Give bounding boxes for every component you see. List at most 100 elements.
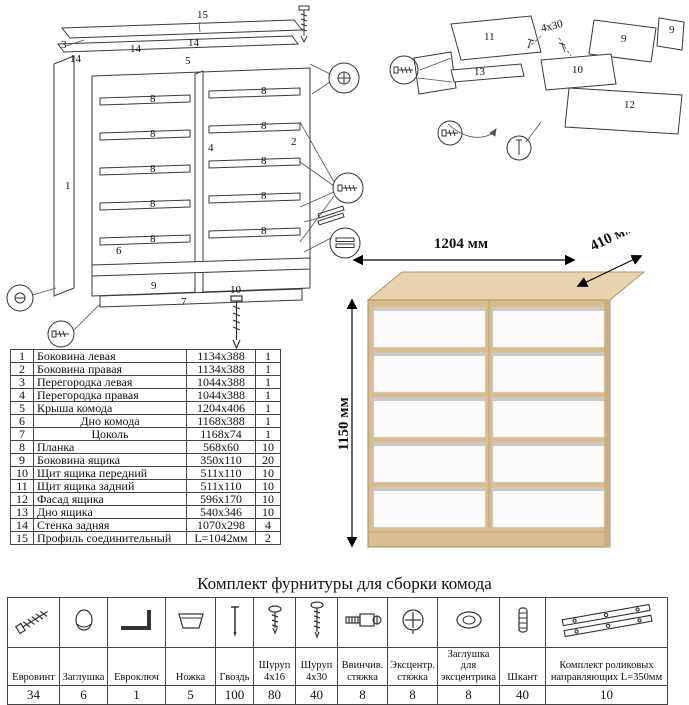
part-qty: 10 bbox=[255, 466, 281, 480]
part-qty: 20 bbox=[255, 453, 281, 467]
part-size: 596x170 bbox=[186, 492, 256, 506]
parts-table-body: 1 Боковина левая 1134x388 1 2 Боковина п… bbox=[10, 349, 281, 545]
part-number-label: 8 bbox=[261, 190, 267, 202]
part-number-label: 8 bbox=[150, 233, 156, 245]
table-row: 3 Перегородка левая 1044x388 1 bbox=[10, 375, 281, 389]
hardware-icon-cell bbox=[545, 597, 668, 648]
part-size: 1168x388 bbox=[186, 414, 256, 428]
drawer-panels bbox=[413, 15, 685, 135]
part-name: Планка bbox=[33, 440, 187, 454]
part-number-label: 13 bbox=[474, 66, 486, 78]
part-qty: 10 bbox=[255, 505, 281, 519]
table-row: 8 Планка 568x60 10 bbox=[10, 440, 281, 454]
part-number-label: 9 bbox=[621, 33, 627, 45]
eccentric-cam-callout bbox=[328, 62, 360, 94]
part-number: 5 bbox=[10, 401, 34, 415]
part-number-label: 8 bbox=[261, 225, 267, 237]
hardware-qty: 5 bbox=[165, 684, 216, 705]
hardware-qty: 8 bbox=[387, 684, 438, 705]
hardware-name: Шкант bbox=[499, 647, 546, 686]
screw-callout bbox=[437, 120, 463, 146]
roller-slides-icon bbox=[561, 603, 653, 638]
parts-table: 1 Боковина левая 1134x388 1 2 Боковина п… bbox=[10, 349, 281, 545]
part-number-label: 14 bbox=[188, 37, 200, 49]
dimension-lines bbox=[346, 254, 643, 548]
exploded-cabinet-diagram: 15 3 14 14 5 14 8 8 2 4 8 8 8 8 1 8 8 8 … bbox=[6, 5, 364, 350]
part-number-label: 11 bbox=[484, 31, 495, 43]
part-name: Щит ящика передний bbox=[33, 466, 187, 480]
part-size: 511x110 bbox=[186, 466, 256, 480]
part-number-label: 7 bbox=[181, 296, 187, 308]
table-row: 7 Цоколь 1168x74 1 bbox=[10, 427, 281, 441]
roller-rail-sketch bbox=[317, 205, 345, 226]
part-size: 1070x298 bbox=[186, 518, 256, 532]
part-number-label: 8 bbox=[150, 128, 156, 140]
part-name: Дно комода bbox=[33, 414, 187, 428]
part-number: 14 bbox=[10, 518, 34, 532]
leg-icon bbox=[177, 613, 204, 629]
screw-size-label: 4x30 bbox=[540, 18, 565, 35]
part-number-label: 5 bbox=[185, 55, 191, 67]
part-size: 540x346 bbox=[186, 505, 256, 519]
part-number-label: 2 bbox=[291, 136, 297, 148]
part-number: 12 bbox=[10, 492, 34, 506]
cabinet-carcass-outline bbox=[53, 19, 311, 308]
drawer-fronts bbox=[373, 300, 605, 528]
chest-render: 1204 мм 410 мм 1150 мм bbox=[338, 232, 646, 548]
hardware-kit-title: Комплект фурнитуры для сборки комода bbox=[197, 574, 492, 593]
leader-lines bbox=[32, 21, 335, 331]
hardware-name: Шуруп 4x16 bbox=[253, 647, 296, 686]
part-name: Стенка задняя bbox=[33, 518, 187, 532]
table-row: 9 Боковина ящика 350x110 20 bbox=[10, 453, 281, 467]
part-qty: 10 bbox=[255, 492, 281, 506]
part-number: 3 bbox=[10, 375, 34, 389]
hardware-name: Шуруп 4x30 bbox=[295, 647, 338, 686]
hardware-qty: 1 bbox=[107, 684, 166, 705]
part-number: 2 bbox=[10, 362, 34, 376]
dowel-icon bbox=[517, 607, 528, 633]
part-name: Цоколь bbox=[33, 427, 187, 441]
table-row: 6 Дно комода 1168x388 1 bbox=[10, 414, 281, 428]
table-row: 13 Дно ящика 540x346 10 bbox=[10, 505, 281, 519]
part-qty: 1 bbox=[255, 401, 281, 415]
depth-dimension-label: 410 мм bbox=[588, 232, 637, 255]
part-name: Перегородка левая bbox=[33, 375, 187, 389]
cam-cover-icon bbox=[455, 611, 482, 629]
table-row: 5 Крыша комода 1204x406 1 bbox=[10, 401, 281, 415]
table-row: 4 Перегородка правая 1044x388 1 bbox=[10, 388, 281, 402]
part-number-label: 8 bbox=[261, 120, 267, 132]
small-screw-icons bbox=[527, 38, 566, 53]
hardware-name: Эксцентр. стяжка bbox=[387, 647, 438, 686]
part-qty: 10 bbox=[255, 440, 281, 454]
screw-callout-bottom-left bbox=[47, 320, 75, 348]
hardware-name: Ножка bbox=[165, 647, 216, 686]
part-size: L=1042мм bbox=[186, 531, 256, 545]
part-number-label: 9 bbox=[151, 280, 157, 292]
screw-4x16-icon bbox=[267, 605, 282, 635]
part-number: 6 bbox=[10, 414, 34, 428]
hardware-icon-row bbox=[7, 597, 668, 648]
hardware-icon-cell bbox=[337, 597, 388, 648]
table-row: 1 Боковина левая 1134x388 1 bbox=[10, 349, 281, 363]
part-number-labels: 15 3 14 14 5 14 8 8 2 4 8 8 8 8 1 8 8 8 … bbox=[61, 9, 297, 308]
part-size: 1044x388 bbox=[186, 388, 256, 402]
hardware-qty: 34 bbox=[7, 684, 60, 705]
part-number: 13 bbox=[10, 505, 34, 519]
part-size: 511x110 bbox=[186, 479, 256, 493]
part-qty: 1 bbox=[255, 375, 281, 389]
part-size: 1134x388 bbox=[186, 362, 256, 376]
rail-callout bbox=[329, 227, 361, 259]
screw-4x30-icon bbox=[309, 601, 324, 639]
hardware-table: Евровинт Заглушка Евроключ Ножка Гвоздь … bbox=[7, 597, 668, 705]
hardware-icon-cell bbox=[387, 597, 438, 648]
drawer-groove-shadows bbox=[374, 308, 604, 491]
hardware-icon-cell bbox=[59, 597, 108, 648]
part-name: Боковина ящика bbox=[33, 453, 187, 467]
part-number-label: 6 bbox=[116, 245, 122, 257]
table-row: 10 Щит ящика передний 511x110 10 bbox=[10, 466, 281, 480]
euroscrew-bottom-icon bbox=[230, 295, 243, 350]
height-dimension-label: 1150 мм bbox=[338, 397, 352, 450]
part-name: Профиль соединительный bbox=[33, 531, 187, 545]
hardware-icon-cell bbox=[215, 597, 254, 648]
part-number-label: 8 bbox=[150, 93, 156, 105]
